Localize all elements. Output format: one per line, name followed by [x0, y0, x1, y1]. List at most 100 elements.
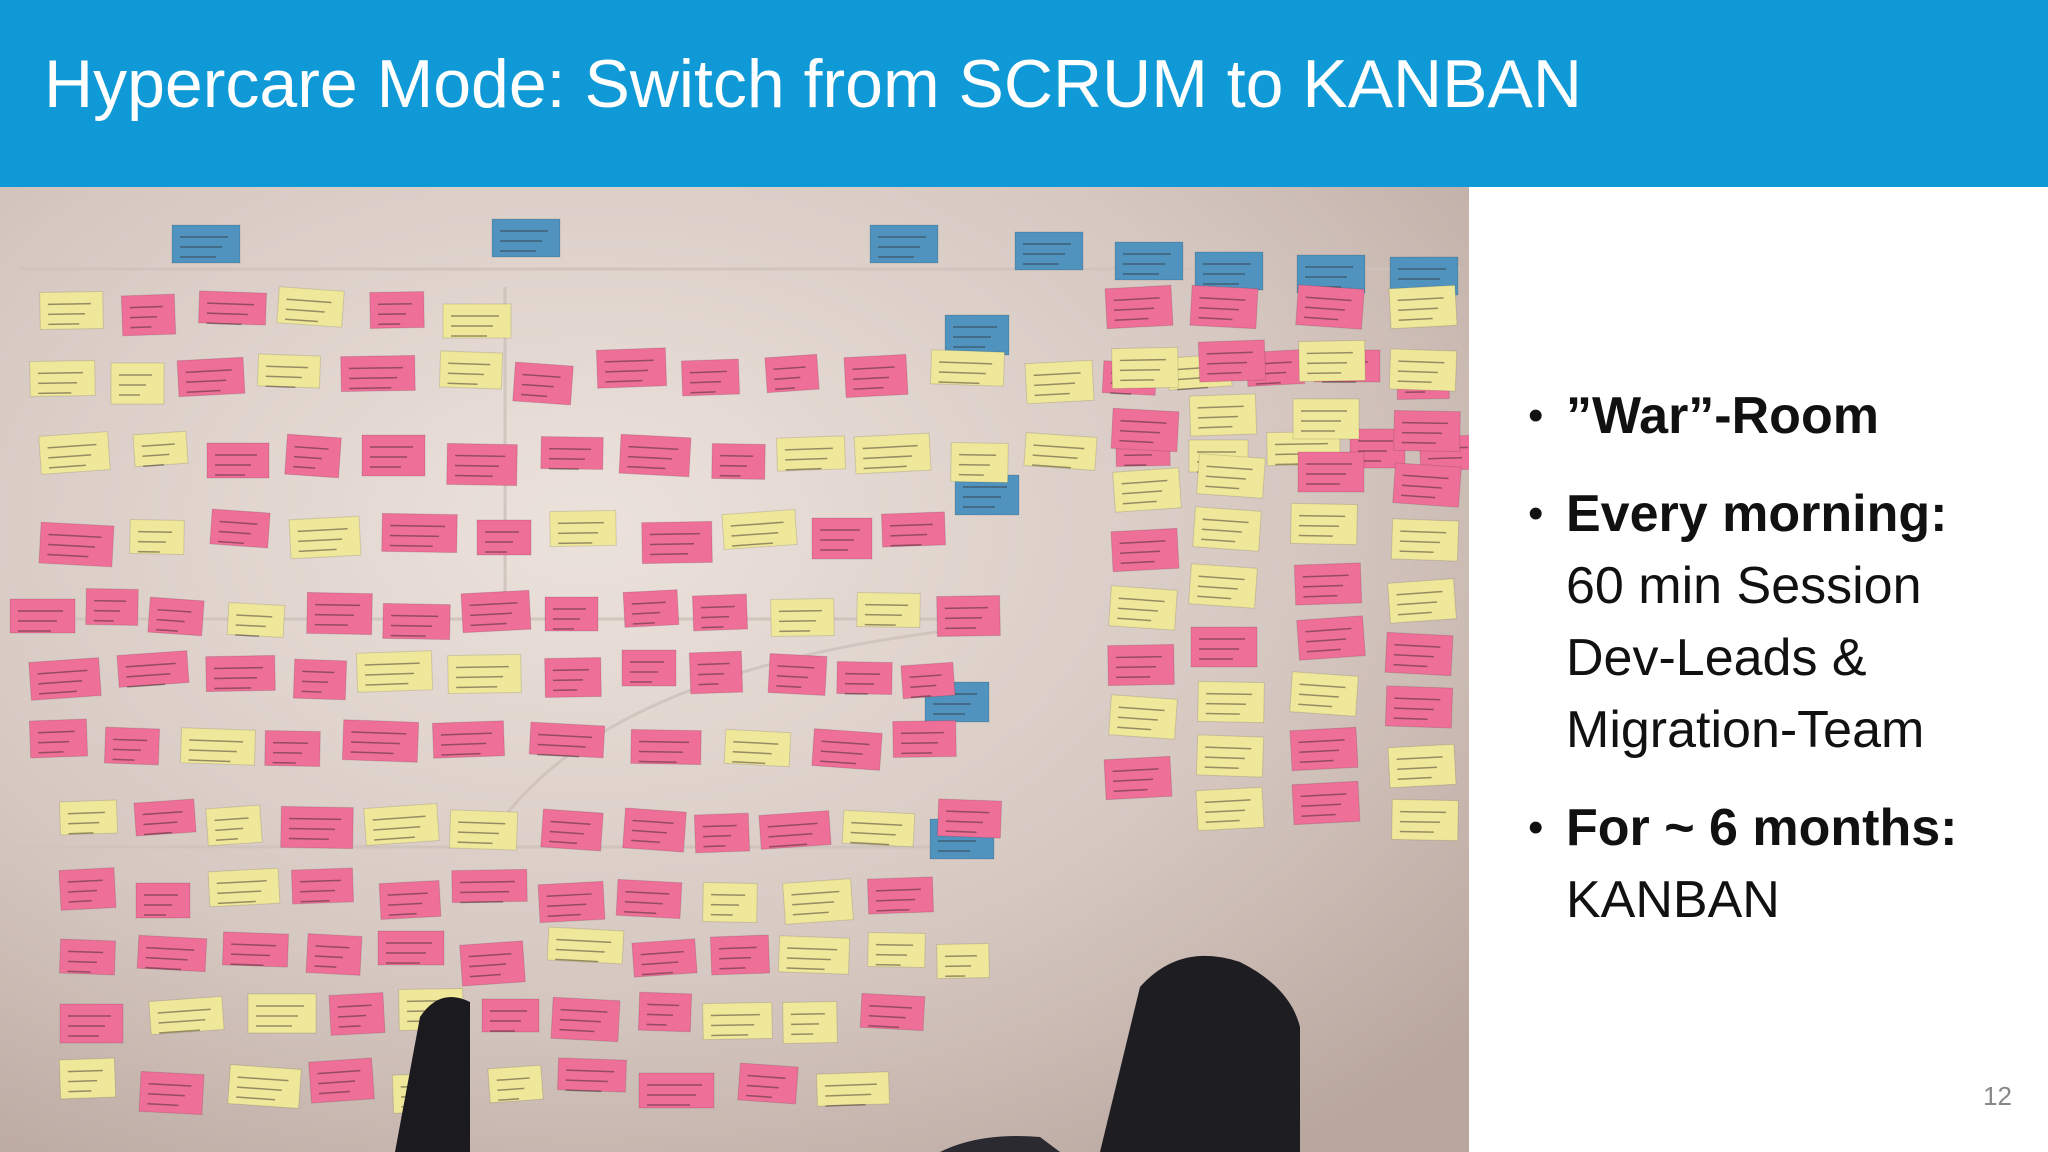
sticky-note-scribble	[790, 1012, 825, 1016]
sticky-note	[528, 721, 606, 759]
sticky-note	[116, 650, 190, 688]
sticky-note	[460, 589, 532, 634]
bullet-list: • ”War”-Room • Every morning: 60 min Ses…	[1528, 380, 2028, 962]
sticky-note-scribble	[314, 965, 337, 968]
sticky-note-scribble	[230, 963, 264, 967]
sticky-note-scribble	[945, 820, 983, 824]
sticky-note-scribble	[1119, 429, 1160, 434]
sticky-note-scribble	[365, 672, 415, 676]
sticky-note-scribble	[365, 682, 409, 686]
sticky-note-scribble	[566, 1069, 615, 1073]
sticky-note-scribble	[650, 542, 695, 546]
sticky-note-scribble	[1113, 788, 1148, 793]
sticky-note-scribble	[624, 900, 663, 905]
sticky-note-scribble	[1206, 351, 1253, 355]
sticky-note	[1188, 393, 1258, 437]
sticky-note-scribble	[68, 1090, 92, 1093]
sticky-note	[688, 650, 744, 695]
sticky-note	[205, 804, 263, 847]
page-number: 12	[1983, 1081, 2012, 1111]
sticky-note-scribble	[1205, 475, 1246, 480]
sticky-note-scribble	[68, 950, 104, 954]
sticky-note-scribble	[286, 298, 332, 304]
sticky-note-scribble	[559, 1028, 595, 1033]
sticky-note-scribble	[457, 831, 499, 835]
sticky-note-scribble	[302, 670, 335, 674]
sticky-note-scribble	[1394, 643, 1441, 648]
sticky-note-scribble	[733, 740, 779, 745]
sticky-note-scribble	[719, 967, 746, 970]
sticky-note-scribble	[1303, 584, 1344, 588]
sticky-note	[892, 719, 957, 759]
sticky-note-scribble	[944, 606, 988, 610]
sticky-note-scribble	[155, 628, 179, 632]
sticky-note-scribble	[853, 386, 884, 390]
sticky-note-scribble	[390, 524, 446, 528]
sticky-note-scribble	[1274, 442, 1328, 446]
sticky-note-scribble	[791, 890, 840, 896]
sticky-note-scribble	[67, 1069, 103, 1073]
sticky-note-scribble	[646, 1013, 673, 1017]
sticky-note-scribble	[746, 1094, 773, 1099]
sticky-note-scribble	[315, 945, 350, 949]
sticky-note-scribble	[547, 903, 587, 908]
sticky-note	[1190, 626, 1258, 668]
sticky-note-scribble	[900, 731, 944, 735]
sticky-note-scribble	[293, 465, 316, 469]
sticky-note	[1291, 780, 1361, 826]
sticky-note-scribble	[441, 752, 481, 756]
sticky-note-scribble	[68, 900, 92, 903]
sticky-note	[1296, 615, 1366, 661]
sticky-note	[59, 1003, 124, 1044]
sticky-note-scribble	[825, 1103, 866, 1107]
sticky-note	[205, 654, 276, 693]
sticky-note-scribble	[627, 455, 672, 460]
sticky-note-scribble	[496, 1077, 530, 1082]
sticky-note-scribble	[230, 953, 270, 957]
sticky-note-scribble	[1205, 809, 1246, 814]
sticky-note	[147, 596, 205, 637]
sticky-note-scribble	[773, 366, 806, 371]
sticky-note-scribble	[703, 834, 732, 838]
sticky-note-scribble	[553, 679, 584, 682]
title-bar: Hypercare Mode: Switch from SCRUM to KAN…	[0, 0, 2048, 187]
sticky-note-scribble	[47, 302, 91, 306]
sticky-note-scribble	[337, 1004, 372, 1008]
sticky-note	[129, 519, 185, 555]
sticky-note-scribble	[214, 687, 252, 690]
sticky-note-scribble	[560, 1008, 608, 1013]
sticky-note-scribble	[157, 608, 192, 613]
sticky-note	[615, 878, 683, 920]
sticky-note-scribble	[1198, 425, 1233, 429]
sticky-note-scribble	[557, 521, 604, 525]
sticky-note	[308, 1057, 375, 1104]
sticky-note-scribble	[1121, 479, 1168, 485]
sticky-note	[1108, 585, 1178, 631]
sticky-note-scribble	[314, 613, 354, 617]
sticky-note	[1392, 462, 1462, 508]
sticky-note-scribble	[67, 960, 97, 964]
sticky-note-scribble	[1305, 296, 1352, 302]
sticky-note-scribble	[690, 380, 722, 384]
sticky-note	[290, 867, 355, 905]
bullet-dot-icon: •	[1528, 391, 1544, 440]
sticky-note-scribble	[1119, 439, 1154, 444]
sticky-note-scribble	[188, 749, 237, 753]
sticky-note	[880, 511, 947, 548]
sticky-note-scribble	[1399, 540, 1440, 544]
sticky-note-scribble	[853, 376, 890, 380]
sticky-note-scribble	[218, 530, 251, 535]
sticky-note	[148, 995, 225, 1036]
sticky-note-scribble	[1119, 358, 1166, 362]
sticky-note-scribble	[824, 1083, 877, 1087]
sticky-note-scribble	[537, 743, 586, 748]
sticky-note	[85, 588, 139, 626]
sticky-note-scribble	[701, 615, 730, 619]
sticky-note	[381, 512, 458, 554]
sticky-note-scribble	[143, 821, 178, 826]
sticky-note	[764, 353, 820, 394]
sticky-note	[702, 882, 758, 923]
sticky-note-scribble	[273, 741, 309, 745]
sticky-note	[1393, 409, 1461, 453]
sticky-note-scribble	[1206, 465, 1253, 471]
